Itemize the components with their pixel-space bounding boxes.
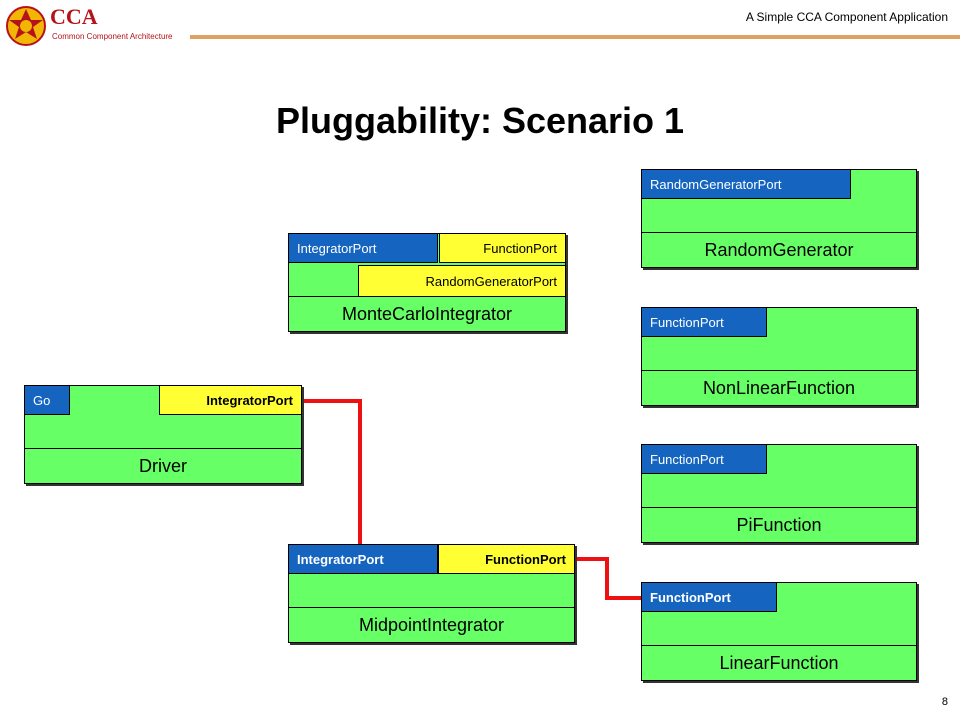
cca-logo-icon (6, 6, 46, 46)
component-nonlinear-function[interactable]: FunctionPort NonLinearFunction (641, 307, 917, 406)
provides-port-function[interactable]: FunctionPort (641, 582, 777, 612)
component-montecarlo-integrator[interactable]: IntegratorPort FunctionPort RandomGenera… (288, 233, 566, 332)
component-name: RandomGenerator (642, 232, 916, 267)
uses-port-function[interactable]: FunctionPort (439, 233, 566, 263)
logo-title: CCA (50, 4, 98, 29)
midpoint-to-linear-wire (575, 557, 641, 600)
component-name: MonteCarloIntegrator (289, 296, 565, 331)
slide-title: Pluggability: Scenario 1 (275, 100, 685, 141)
provides-port-random-generator[interactable]: RandomGeneratorPort (641, 169, 851, 199)
component-name: NonLinearFunction (642, 370, 916, 405)
provides-port-integrator[interactable]: IntegratorPort (288, 544, 438, 574)
component-name: Driver (25, 448, 301, 483)
component-linear-function[interactable]: FunctionPort LinearFunction (641, 582, 917, 681)
header-rule (190, 35, 960, 39)
component-pi-function[interactable]: FunctionPort PiFunction (641, 444, 917, 543)
provides-port-function[interactable]: FunctionPort (641, 444, 767, 474)
provides-port-integrator[interactable]: IntegratorPort (288, 233, 438, 263)
provides-port-function[interactable]: FunctionPort (641, 307, 767, 337)
component-name: LinearFunction (642, 645, 916, 680)
component-midpoint-integrator[interactable]: IntegratorPort FunctionPort MidpointInte… (288, 544, 575, 643)
uses-port-function[interactable]: FunctionPort (438, 544, 575, 574)
component-name: PiFunction (642, 507, 916, 542)
uses-port-random-generator[interactable]: RandomGeneratorPort (358, 265, 566, 297)
component-random-generator[interactable]: RandomGeneratorPort RandomGenerator (641, 169, 917, 268)
logo-subtitle: Common Component Architecture (52, 32, 173, 41)
component-driver[interactable]: Go IntegratorPort Driver (24, 385, 302, 484)
document-title: A Simple CCA Component Application (745, 10, 948, 24)
uses-port-integrator[interactable]: IntegratorPort (159, 385, 302, 415)
driver-to-midpoint-wire (302, 399, 362, 548)
component-name: MidpointIntegrator (289, 607, 574, 642)
provides-port-go[interactable]: Go (24, 385, 70, 415)
page-number: 8 (941, 696, 948, 708)
